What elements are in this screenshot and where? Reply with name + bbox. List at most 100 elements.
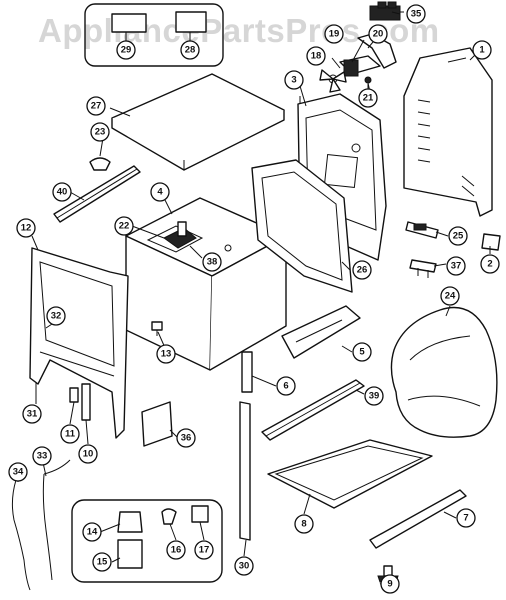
callout-34: 34 <box>8 462 28 482</box>
part-25-bracket <box>405 221 439 239</box>
part-12-front-frame <box>29 247 129 439</box>
svg-text:7: 7 <box>463 513 468 524</box>
callout-3: 3 <box>284 70 304 90</box>
part-6-strip <box>241 351 253 393</box>
svg-text:31: 31 <box>27 409 38 420</box>
callout-38: 38 <box>202 252 222 272</box>
callout-39: 39 <box>364 386 384 406</box>
callout-2: 2 <box>480 254 500 274</box>
svg-text:36: 36 <box>181 433 192 444</box>
svg-text:30: 30 <box>239 561 250 572</box>
svg-text:14: 14 <box>87 527 98 538</box>
part-39-rail <box>261 379 365 441</box>
svg-text:20: 20 <box>373 29 384 40</box>
callout-32: 32 <box>46 306 66 326</box>
part-26-insulation <box>251 159 353 293</box>
part-27-top <box>111 73 285 171</box>
callout-18: 18 <box>306 46 326 66</box>
callout-7: 7 <box>456 508 476 528</box>
svg-text:17: 17 <box>199 545 210 556</box>
callout-16: 16 <box>166 540 186 560</box>
callout-19: 19 <box>324 24 344 44</box>
svg-text:33: 33 <box>37 451 48 462</box>
callout-24: 24 <box>440 286 460 306</box>
svg-text:15: 15 <box>97 557 108 568</box>
svg-text:10: 10 <box>83 449 94 460</box>
svg-text:28: 28 <box>185 45 196 56</box>
callout-1: 1 <box>472 40 492 60</box>
svg-text:37: 37 <box>451 261 462 272</box>
svg-text:16: 16 <box>171 545 182 556</box>
callout-21: 21 <box>358 88 378 108</box>
svg-text:12: 12 <box>21 223 32 234</box>
part-37-bracket <box>409 259 437 278</box>
part-13-screw <box>151 321 163 336</box>
part-24-blanket <box>390 306 498 438</box>
callout-13: 13 <box>156 344 176 364</box>
inset-box-top <box>84 3 224 67</box>
part-4-oven-cavity <box>125 197 287 371</box>
callout-17: 17 <box>194 540 214 560</box>
part-22-38-sensor <box>163 221 197 249</box>
svg-text:2: 2 <box>487 259 492 270</box>
callout-31: 31 <box>22 404 42 424</box>
svg-text:23: 23 <box>95 127 106 138</box>
svg-text:11: 11 <box>65 429 76 440</box>
svg-text:5: 5 <box>359 347 365 358</box>
callout-36: 36 <box>176 428 196 448</box>
part-11-10-small <box>69 383 91 421</box>
svg-text:6: 6 <box>283 381 288 392</box>
svg-text:38: 38 <box>207 257 218 268</box>
callout-23: 23 <box>90 122 110 142</box>
svg-text:40: 40 <box>57 187 68 198</box>
callout-20: 20 <box>368 24 388 44</box>
part-7-rail <box>369 489 467 549</box>
callout-15: 15 <box>92 552 112 572</box>
callout-26: 26 <box>352 260 372 280</box>
callout-14: 14 <box>82 522 102 542</box>
callout-29: 29 <box>116 40 136 60</box>
svg-text:29: 29 <box>121 45 132 56</box>
svg-text:34: 34 <box>13 467 24 478</box>
svg-text:9: 9 <box>387 579 392 590</box>
callout-22: 22 <box>114 216 134 236</box>
part-2-bracket <box>481 233 501 251</box>
part-35-clip <box>369 1 404 21</box>
callout-5: 5 <box>352 342 372 362</box>
svg-text:21: 21 <box>363 93 374 104</box>
svg-text:35: 35 <box>411 9 422 20</box>
callout-11: 11 <box>60 424 80 444</box>
part-1-back-panel <box>403 47 493 217</box>
svg-text:39: 39 <box>369 391 380 402</box>
part-8-drawer <box>267 439 433 509</box>
svg-text:18: 18 <box>311 51 322 62</box>
part-23-clip <box>89 157 111 171</box>
svg-text:8: 8 <box>301 519 306 530</box>
part-40-rail <box>53 165 141 223</box>
callout-4: 4 <box>150 182 170 202</box>
callout-28: 28 <box>180 40 200 60</box>
callout-9: 9 <box>380 574 400 594</box>
callout-40: 40 <box>52 182 72 202</box>
svg-text:13: 13 <box>161 349 172 360</box>
svg-text:26: 26 <box>357 265 368 276</box>
svg-text:22: 22 <box>119 221 130 232</box>
callout-25: 25 <box>448 226 468 246</box>
svg-text:4: 4 <box>157 187 163 198</box>
callout-30: 30 <box>234 556 254 576</box>
part-33-34-wires <box>11 459 71 591</box>
svg-text:25: 25 <box>453 231 464 242</box>
part-5-vent <box>281 305 361 359</box>
svg-text:1: 1 <box>479 45 485 56</box>
callout-8: 8 <box>294 514 314 534</box>
svg-text:24: 24 <box>445 291 456 302</box>
callout-10: 10 <box>78 444 98 464</box>
svg-text:19: 19 <box>329 29 340 40</box>
callout-35: 35 <box>406 4 426 24</box>
callout-37: 37 <box>446 256 466 276</box>
svg-text:32: 32 <box>51 311 62 322</box>
callout-6: 6 <box>276 376 296 396</box>
inset-box-bottom <box>71 499 223 583</box>
part-30-long-strip <box>239 401 251 541</box>
